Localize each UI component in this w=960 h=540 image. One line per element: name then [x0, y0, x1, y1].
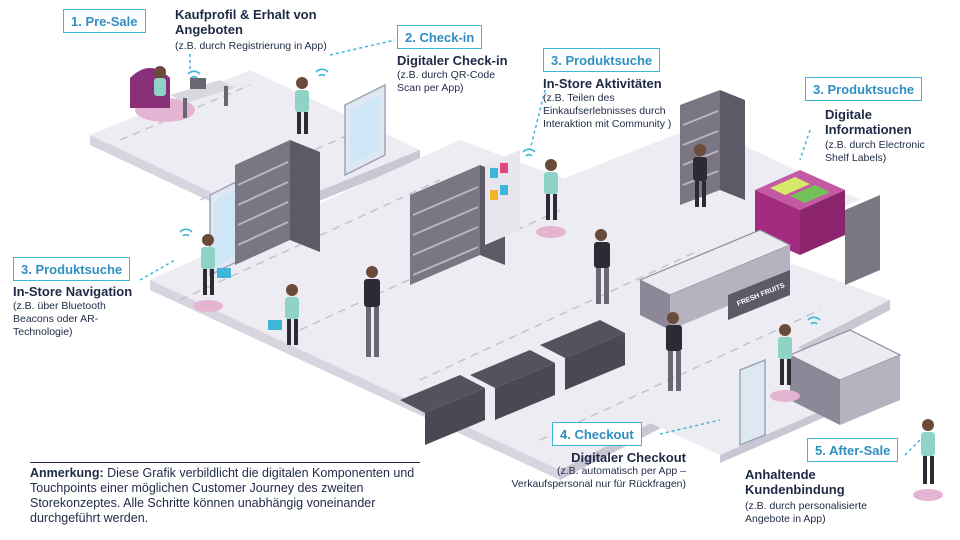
badge-search-activities: 3. Produktsuche — [543, 48, 661, 72]
presale-desk — [130, 66, 235, 122]
desc-checkout: (z.B. automatisch per App – Verkaufspers… — [511, 465, 686, 490]
shoppers — [193, 77, 943, 501]
title-checkout: Digitaler Checkout — [571, 450, 686, 465]
title-aftersale: Anhaltende Kundenbindung — [745, 467, 845, 497]
badge-presale: 1. Pre-Sale — [63, 9, 146, 33]
connector-lines — [139, 39, 921, 456]
title-presale: Kaufprofil & Erhalt von Angeboten — [175, 7, 317, 37]
desc-aftersale: (z.B. durch personalisierte Angebote in … — [745, 500, 867, 525]
badge-checkin: 2. Check-in — [397, 25, 483, 49]
badge-search-navigation: 3. Produktsuche — [13, 257, 131, 281]
title-search-navigation: In-Store Navigation — [13, 284, 133, 299]
desc-presale: (z.B. durch Registrierung in App) — [175, 40, 327, 52]
entrance-gates — [209, 83, 766, 447]
produce-counters — [400, 229, 902, 445]
desc-search-navigation: (z.B. über Bluetooth Beacons oder AR-Tec… — [13, 300, 106, 338]
wifi-icons — [179, 68, 821, 325]
desc-search-info: (z.B. durch Electronic Shelf Labels) — [825, 139, 925, 164]
title-search-activities: In-Store Aktivitäten — [543, 76, 662, 91]
title-search-info: Digitale Informationen — [825, 107, 912, 137]
footnote-text: Diese Grafik verbildlicht die digitalen … — [30, 466, 415, 525]
title-checkin: Digitaler Check-in — [397, 53, 508, 68]
badge-search-info: 3. Produktsuche — [805, 77, 923, 101]
footnote-label: Anmerkung: — [30, 466, 104, 480]
store-shelves — [235, 90, 880, 285]
badge-checkout: 4. Checkout — [552, 422, 642, 446]
desc-checkin: (z.B. durch QR-Code Scan per App) — [397, 69, 496, 94]
footnote: Anmerkung: Diese Grafik verbildlicht die… — [30, 462, 420, 526]
desc-search-activities: (z.B. Teilen des Einkaufserlebnisses dur… — [543, 92, 672, 130]
badge-aftersale: 5. After-Sale — [807, 438, 899, 462]
